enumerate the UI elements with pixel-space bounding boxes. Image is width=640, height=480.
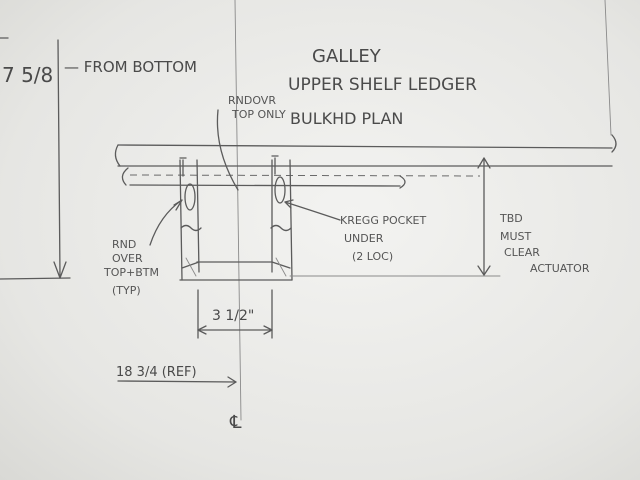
tbd-note-line-3: CLEAR — [504, 246, 540, 259]
margin-dimension: 7 5/8 — [2, 63, 53, 87]
width-dimension-label: 3 1/2" — [212, 308, 254, 324]
leader-lines — [149, 109, 341, 246]
title-line-1: GALLEY — [312, 46, 382, 67]
round-over-note-line-1: RND — [112, 238, 136, 251]
title-line-2: UPPER SHELF LEDGER — [288, 75, 477, 95]
kreg-note-line-3: (2 LOC) — [352, 250, 393, 263]
roundover-note-line-2: TOP ONLY — [231, 108, 286, 121]
kreg-note-line-2: UNDER — [344, 232, 384, 245]
tbd-note-line-4: ACTUATOR — [530, 262, 590, 275]
shelf-plank — [114, 134, 617, 189]
round-over-note-line-3: TOP+BTM — [103, 266, 159, 279]
roundover-note-line-1: RNDOVR — [228, 94, 276, 107]
centerline-symbol: ℄ — [229, 412, 242, 433]
ref-dimension-label: 18 3/4 (REF) — [116, 365, 197, 380]
bulkhead-channel — [179, 155, 293, 281]
margin-note-text: — FROM BOTTOM — [64, 58, 197, 76]
ref-dimension — [117, 376, 237, 388]
tbd-note-line-1: TBD — [499, 212, 523, 225]
left-edge-lines — [0, 37, 71, 280]
title-line-3: BULKHD PLAN — [290, 109, 403, 128]
tbd-dimension — [289, 157, 501, 277]
kreg-note-line-1: KREGG POCKET — [340, 214, 426, 227]
round-over-note-line-4: (TYP) — [112, 284, 141, 297]
width-dimension — [197, 289, 273, 339]
right-edge-line — [604, 0, 612, 136]
round-over-note-line-2: OVER — [112, 252, 143, 265]
centerline-reference — [234, 0, 242, 421]
tbd-note-line-2: MUST — [500, 230, 532, 243]
